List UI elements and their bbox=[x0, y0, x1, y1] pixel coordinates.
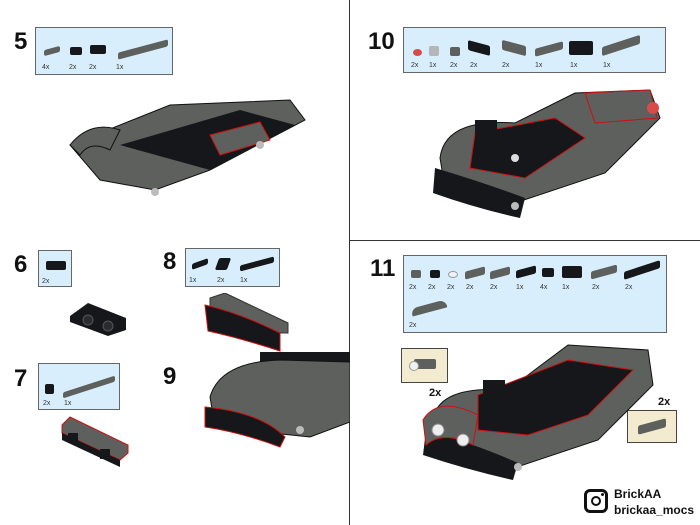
part-plate-1x2 bbox=[490, 266, 510, 280]
part-tile bbox=[192, 258, 208, 270]
step-number: 7 bbox=[14, 365, 28, 392]
part-qty: 2x bbox=[411, 62, 419, 69]
part-qty: 2x bbox=[409, 322, 417, 329]
callout-qty: 2x bbox=[658, 396, 671, 408]
part-plate-long bbox=[118, 39, 168, 60]
part-clip bbox=[429, 46, 439, 56]
part-qty: 2x bbox=[450, 62, 458, 69]
horizontal-divider-right bbox=[350, 240, 700, 241]
part-round-red bbox=[413, 49, 422, 56]
model-step-8 bbox=[200, 292, 290, 353]
part-tile bbox=[465, 266, 485, 280]
model-step-7 bbox=[60, 415, 130, 470]
vertical-divider bbox=[349, 0, 350, 525]
callout-qty: 2x bbox=[429, 387, 442, 399]
part-qty: 2x bbox=[89, 64, 97, 71]
part-plate-1x2 bbox=[516, 265, 536, 279]
parts-list: 1x 2x 1x bbox=[185, 248, 280, 287]
part-qty: 1x bbox=[535, 62, 543, 69]
part-round-clear bbox=[448, 271, 458, 278]
part-qty: 2x bbox=[470, 62, 478, 69]
part-qty: 1x bbox=[116, 64, 124, 71]
part-corner-plate bbox=[468, 40, 490, 56]
part-qty: 1x bbox=[570, 62, 578, 69]
part-qty: 2x bbox=[428, 284, 436, 291]
part-bracket bbox=[45, 384, 54, 394]
part-qty: 1x bbox=[429, 62, 437, 69]
model-step-5 bbox=[60, 80, 320, 200]
parts-list: 2x 1x 2x 2x 2x 1x 1x 1x bbox=[403, 27, 666, 73]
watermark-name: BrickAA bbox=[614, 487, 662, 501]
part-qty: 1x bbox=[562, 284, 570, 291]
part-qty: 4x bbox=[42, 64, 50, 71]
part-bracket bbox=[90, 45, 106, 54]
part-bracket bbox=[70, 47, 82, 55]
part-plate-1x3 bbox=[591, 264, 617, 280]
part-qty: 1x bbox=[240, 277, 248, 284]
part-brick-with-light bbox=[414, 359, 436, 369]
step-number: 6 bbox=[14, 251, 28, 278]
part-qty: 2x bbox=[502, 62, 510, 69]
part-plate-1x4 bbox=[624, 260, 660, 280]
model-step-6 bbox=[68, 298, 128, 338]
parts-list: 2x bbox=[38, 250, 72, 287]
part-brick bbox=[46, 261, 66, 270]
watermark-handle: brickaa_mocs bbox=[614, 503, 695, 517]
step-number: 10 bbox=[368, 28, 395, 55]
model-step-10 bbox=[425, 78, 665, 218]
part-qty: 1x bbox=[189, 277, 197, 284]
part-qty: 2x bbox=[42, 278, 50, 285]
part-plate-2x2 bbox=[569, 41, 593, 55]
part-qty: 2x bbox=[447, 284, 455, 291]
part-qty: 2x bbox=[592, 284, 600, 291]
part-tile-1x1 bbox=[430, 270, 440, 278]
part-qty: 2x bbox=[409, 284, 417, 291]
part-qty: 2x bbox=[490, 284, 498, 291]
part-bracket bbox=[542, 268, 554, 277]
sub-assembly-callout bbox=[627, 410, 677, 443]
part-qty: 2x bbox=[69, 64, 77, 71]
watermark: BrickAA brickaa_mocs bbox=[584, 487, 700, 521]
part-curved-slope bbox=[410, 299, 448, 317]
part-qty: 1x bbox=[516, 284, 524, 291]
parts-list: 2x 2x 2x 2x 2x 1x 4x 1x 2x 2x 2x bbox=[403, 255, 667, 333]
parts-list: 4x 2x 2x 1x bbox=[35, 27, 173, 75]
part-qty: 1x bbox=[64, 400, 72, 407]
part-slope bbox=[214, 258, 232, 270]
part-qty: 1x bbox=[603, 62, 611, 69]
part-plate-1x1 bbox=[411, 270, 421, 278]
part-brick bbox=[450, 47, 460, 56]
part-plate-2x2 bbox=[562, 266, 582, 278]
step-number: 5 bbox=[14, 28, 28, 55]
part-tile-long bbox=[63, 375, 115, 399]
part-qty: 4x bbox=[540, 284, 548, 291]
parts-list: 2x 1x bbox=[38, 363, 120, 410]
step-number: 9 bbox=[163, 363, 177, 390]
instagram-icon bbox=[584, 489, 608, 513]
part-plate bbox=[535, 41, 563, 57]
step-number: 8 bbox=[163, 248, 177, 275]
part-plate bbox=[240, 256, 274, 272]
step-number: 11 bbox=[370, 255, 396, 282]
model-step-9 bbox=[200, 352, 351, 452]
part-corner-plate bbox=[502, 39, 526, 57]
part-plate bbox=[44, 45, 60, 57]
part-panel bbox=[602, 34, 640, 57]
part-qty: 2x bbox=[217, 277, 225, 284]
model-step-11 bbox=[418, 335, 658, 480]
sub-assembly-callout bbox=[401, 348, 448, 383]
part-qty: 2x bbox=[625, 284, 633, 291]
part-qty: 2x bbox=[43, 400, 51, 407]
part-round-clear bbox=[409, 361, 419, 371]
part-qty: 2x bbox=[466, 284, 474, 291]
